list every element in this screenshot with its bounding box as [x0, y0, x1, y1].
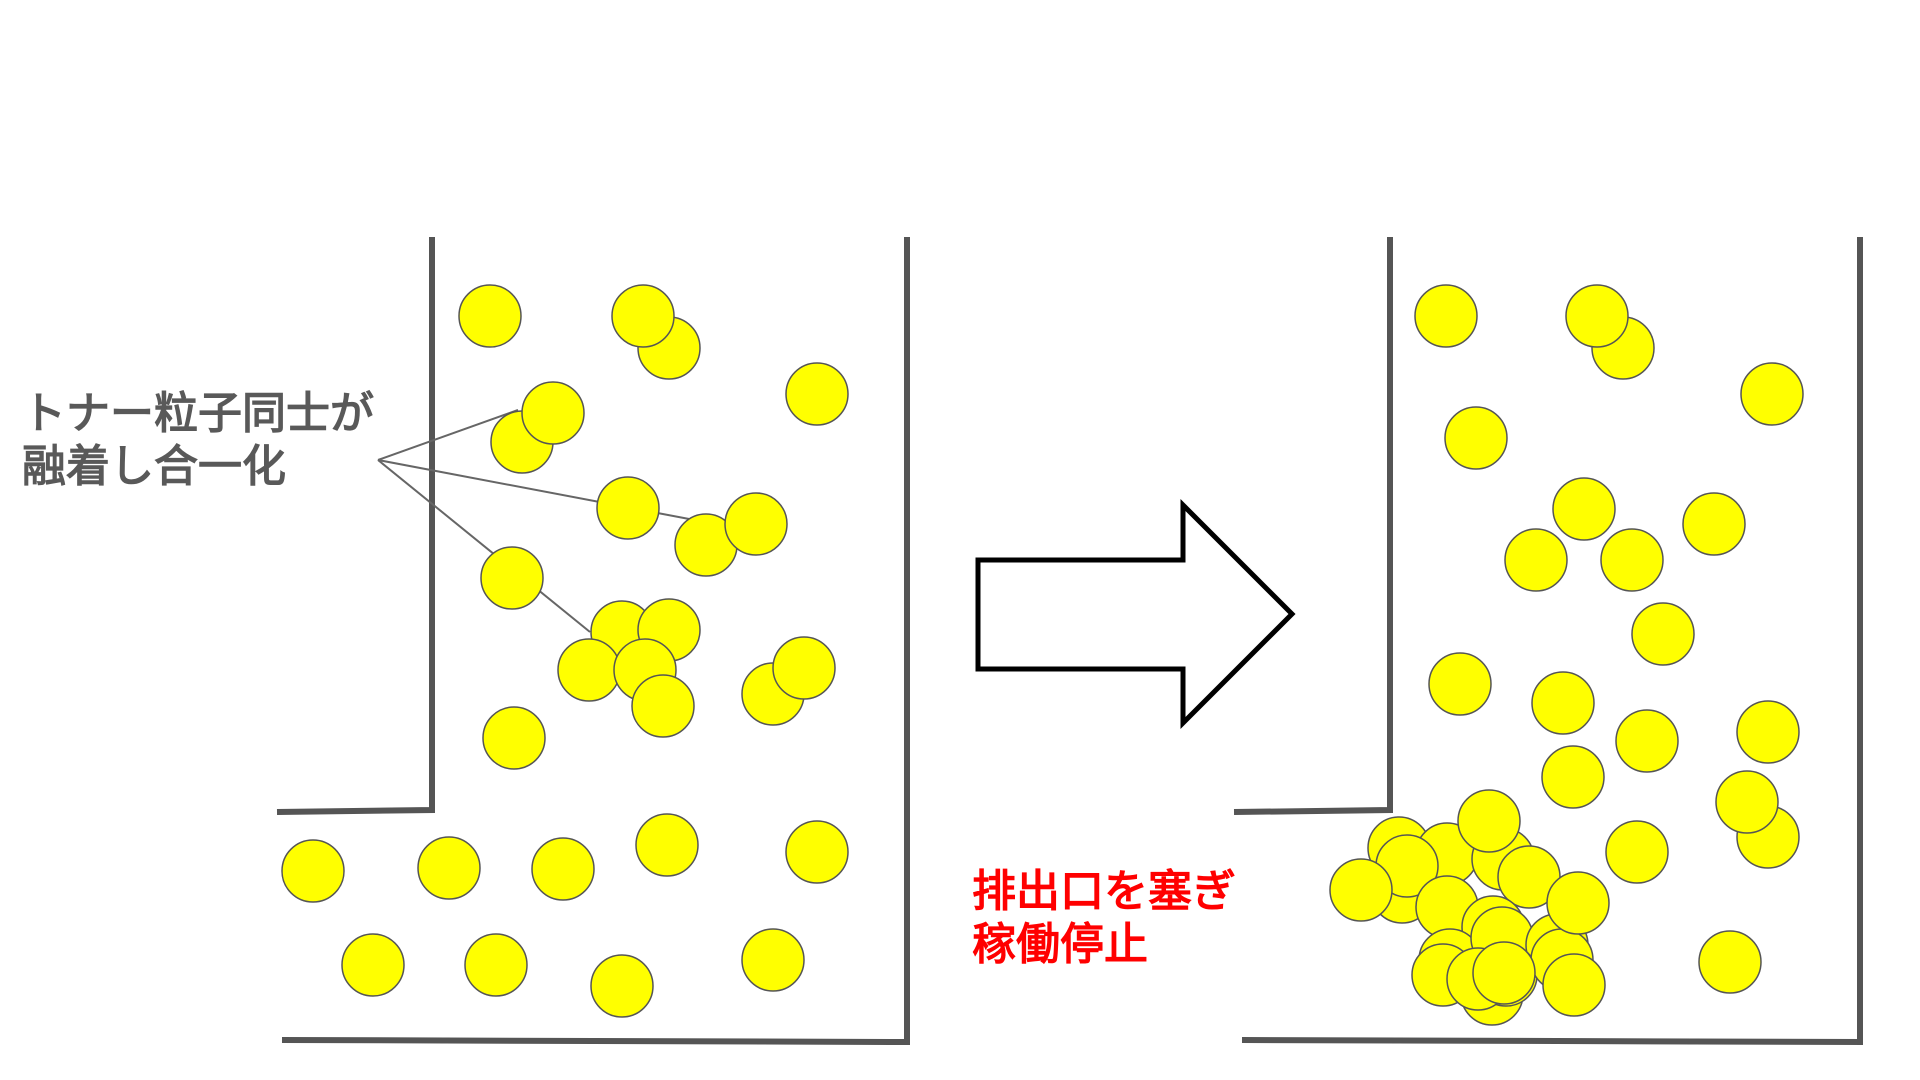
callout-line-1	[377, 409, 519, 461]
right-hopper-particles	[1329, 284, 1804, 1026]
blocked-annotation-line-1: 排出口を塞ぎ	[972, 866, 1236, 917]
left-toner-particle	[521, 381, 585, 445]
left-hopper-inner-wall	[276, 237, 435, 816]
left-toner-particle	[785, 362, 849, 426]
fusion-annotation-line-2: 融着し合一化	[22, 440, 286, 492]
right-toner-particle	[1715, 770, 1779, 834]
right-toner-particle	[1682, 492, 1746, 556]
right-toner-particle	[1414, 284, 1478, 348]
left-toner-particle	[480, 546, 544, 610]
right-toner-particle	[1698, 930, 1762, 994]
right-toner-particle	[1472, 941, 1536, 1005]
right-toner-particle	[1615, 709, 1679, 773]
blocked-outlet-annotation: 排出口を塞ぎ 稼働停止	[972, 866, 1236, 972]
right-toner-particle	[1444, 406, 1508, 470]
right-hopper-outer-wall	[1241, 237, 1863, 1046]
right-toner-particle	[1552, 477, 1616, 541]
left-toner-particle	[611, 284, 675, 348]
left-toner-particle	[341, 933, 405, 997]
left-toner-particle	[417, 836, 481, 900]
left-toner-particle	[741, 928, 805, 992]
right-toner-particle	[1565, 284, 1629, 348]
right-hopper-walls	[1233, 237, 1863, 1046]
right-toner-particle	[1541, 745, 1605, 809]
right-hopper-inner-wall	[1233, 237, 1393, 816]
left-toner-particle	[724, 492, 788, 556]
right-toner-particle	[1631, 602, 1695, 666]
right-toner-particle	[1740, 362, 1804, 426]
callout-line-3	[377, 459, 591, 633]
left-hopper-particles	[281, 284, 849, 1018]
left-hopper-walls	[276, 237, 910, 1046]
blocked-annotation-line-2: 稼働停止	[972, 918, 1148, 970]
left-toner-particle	[482, 706, 546, 770]
right-toner-particle	[1504, 528, 1568, 592]
left-toner-particle	[458, 284, 522, 348]
fusion-annotation: トナー粒子同士が 融着し合一化	[22, 388, 374, 494]
left-hopper-outer-wall	[281, 237, 910, 1046]
left-toner-particle	[596, 476, 660, 540]
transition-arrow	[975, 498, 1296, 730]
left-toner-particle	[281, 839, 345, 903]
left-toner-particle	[772, 636, 836, 700]
right-toner-particle	[1531, 671, 1595, 735]
right-toner-particle	[1428, 652, 1492, 716]
right-toner-particle	[1600, 528, 1664, 592]
right-toner-particle	[1457, 789, 1521, 853]
right-toner-particle	[1736, 700, 1800, 764]
right-toner-particle	[1546, 871, 1610, 935]
left-toner-particle	[464, 933, 528, 997]
right-toner-particle	[1329, 858, 1393, 922]
left-toner-particle	[785, 820, 849, 884]
left-toner-particle	[557, 638, 621, 702]
left-toner-particle	[531, 837, 595, 901]
left-toner-particle	[590, 954, 654, 1018]
left-toner-particle	[635, 813, 699, 877]
fusion-annotation-line-1: トナー粒子同士が	[22, 388, 374, 439]
right-toner-particle	[1605, 820, 1669, 884]
left-toner-particle	[631, 674, 695, 738]
right-toner-particle	[1542, 953, 1606, 1017]
